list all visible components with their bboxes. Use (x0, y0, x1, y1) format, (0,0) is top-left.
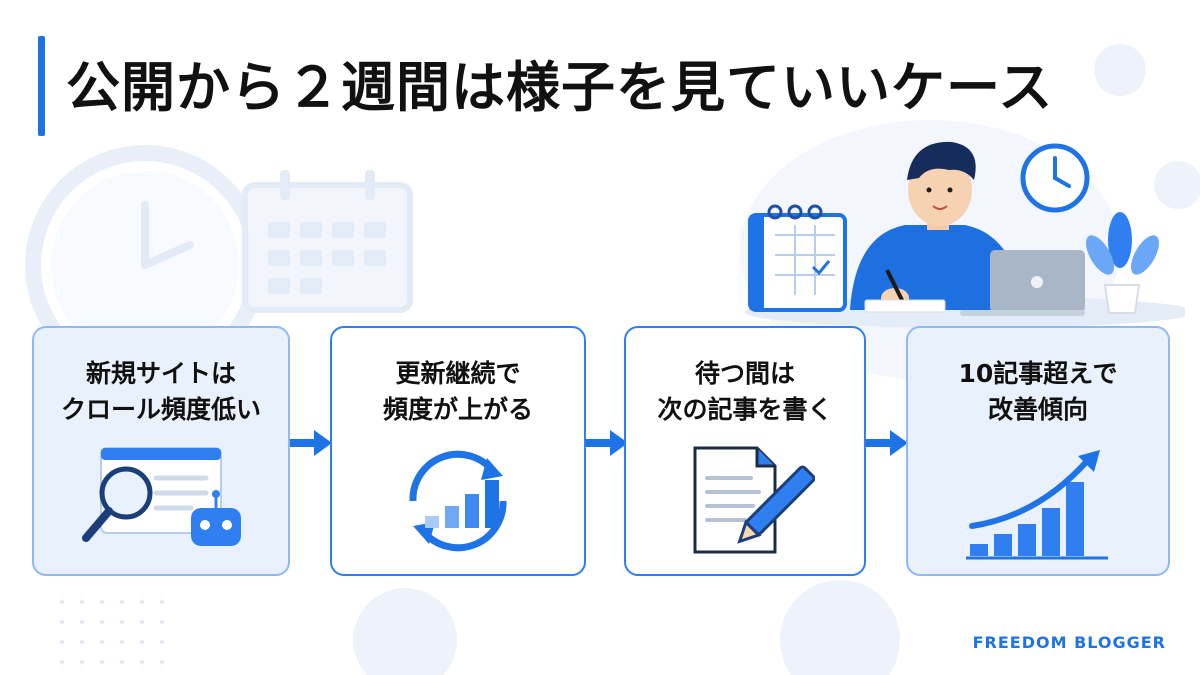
arrow-right-icon (586, 430, 628, 456)
bg-calendar-icon (242, 170, 413, 313)
arrow-right-icon (866, 430, 908, 456)
step-1-line-1: 新規サイトは (85, 359, 236, 388)
person-icon (850, 141, 1025, 310)
step-1-line-2: クロール頻度低い (60, 395, 261, 424)
arrow-right-icon (290, 430, 332, 456)
laptop-icon (960, 250, 1085, 316)
growth-chart-icon (966, 450, 1108, 560)
calendar-icon (748, 204, 847, 312)
step-4-line-1: 10記事超えで (958, 359, 1118, 388)
step-3-line-2: 次の記事を書く (657, 395, 833, 424)
refresh-chart-icon (409, 450, 507, 552)
plant-icon (1086, 212, 1159, 314)
crawler-search-icon (82, 447, 241, 546)
step-2-line-2: 頻度が上がる (382, 395, 533, 424)
step-card-3: 待つ間は 次の記事を書く (624, 326, 866, 576)
brand-logo-text: FREEDOM BLOGGER (972, 633, 1166, 652)
step-2-line-1: 更新継続で (395, 359, 521, 388)
step-3-line-1: 待つ間は (694, 359, 795, 388)
step-card-4: 10記事超えで 改善傾向 (906, 326, 1170, 576)
step-4-line-2: 改善傾向 (987, 395, 1088, 424)
page-title: 公開から２週間は様子を見ていいケース (66, 56, 1054, 119)
step-card-1: 新規サイトは クロール頻度低い (32, 326, 290, 576)
title-accent-bar (38, 36, 45, 136)
document-pencil-icon (693, 446, 815, 554)
clock-icon (1020, 143, 1090, 213)
person-working-illustration (745, 141, 1185, 328)
step-card-2: 更新継続で 頻度が上がる (330, 326, 586, 576)
